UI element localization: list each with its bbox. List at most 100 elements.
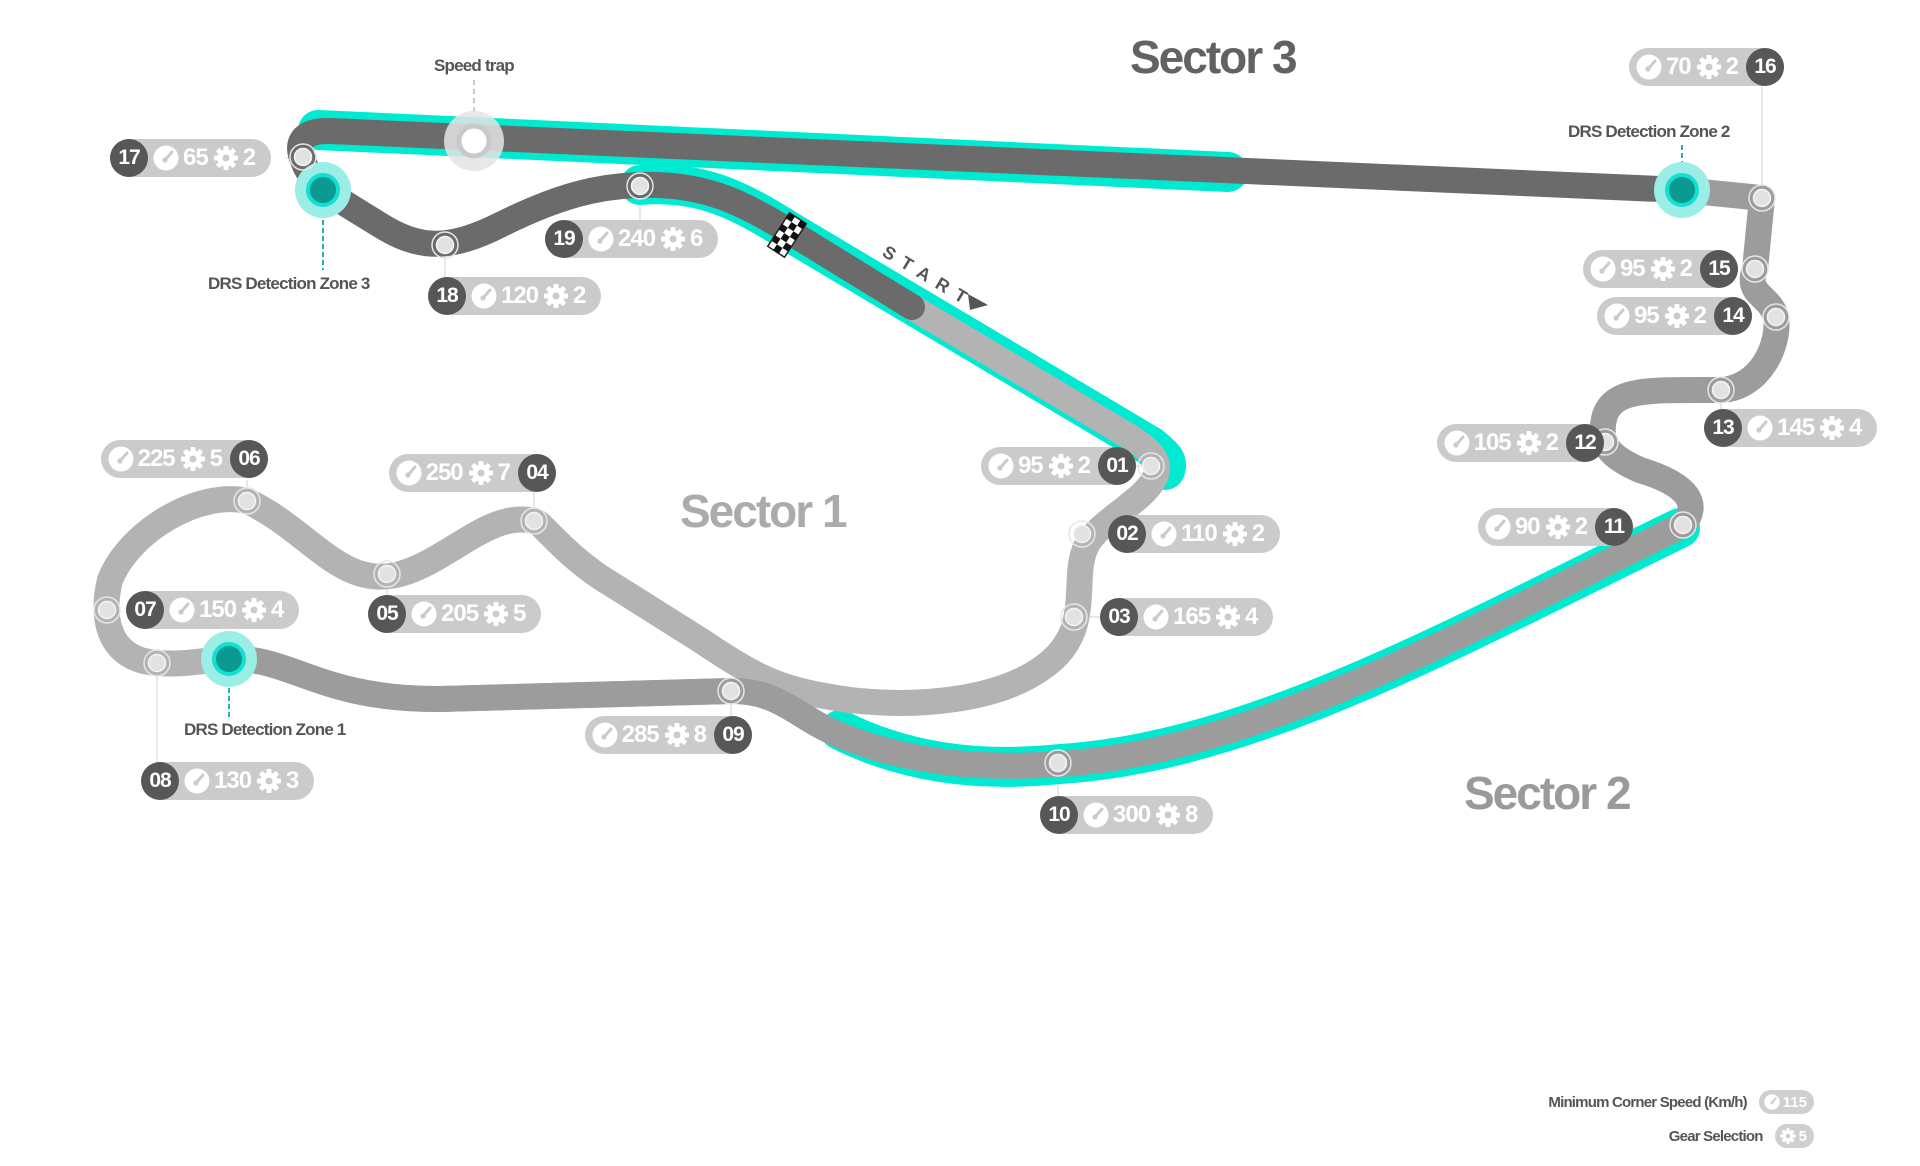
speedometer-icon <box>108 446 134 472</box>
speedometer-icon <box>1444 430 1470 456</box>
corner-node-18 <box>431 231 459 259</box>
gear-icon <box>242 598 267 622</box>
corner-pill-08: 08 130 3 <box>141 762 315 800</box>
speedometer-icon <box>169 597 195 623</box>
gear-icon <box>468 461 493 485</box>
speedometer-icon <box>988 453 1014 479</box>
gear-icon <box>1516 431 1541 455</box>
min-corner-speed: 110 <box>1181 520 1218 547</box>
gear-selection: 2 <box>1077 452 1091 479</box>
legend-gear-pill: 5 <box>1774 1124 1814 1148</box>
drs-detection-point-3 <box>295 162 351 270</box>
corner-number-badge: 19 <box>545 220 583 258</box>
sector-label-1: Sector 1 <box>680 485 848 537</box>
corner-node-09 <box>717 677 745 705</box>
speedometer-icon <box>184 768 210 794</box>
speedometer-icon <box>153 145 179 171</box>
gear-selection: 2 <box>1545 429 1559 456</box>
speedometer-icon <box>1151 521 1177 547</box>
min-corner-speed: 145 <box>1777 414 1815 441</box>
gear-icon <box>213 146 238 170</box>
corner-number-badge: 09 <box>714 716 752 754</box>
gear-selection: 2 <box>1679 255 1693 282</box>
corner-number-badge: 14 <box>1714 297 1752 335</box>
min-corner-speed: 120 <box>501 282 539 309</box>
corner-number-badge: 15 <box>1700 250 1738 288</box>
legend-gear-row: Gear Selection 5 <box>1669 1124 1814 1148</box>
speedometer-icon <box>1764 1094 1780 1110</box>
speedometer-icon <box>1590 256 1616 282</box>
drs-detection-point-1 <box>201 631 257 720</box>
min-corner-speed: 225 <box>137 445 176 472</box>
corner-node-15 <box>1741 255 1769 283</box>
min-corner-speed: 95 <box>1619 255 1646 282</box>
track-sector-2 <box>216 177 1790 779</box>
gear-icon <box>1820 416 1845 440</box>
corner-pill-15: 95 2 15 <box>1582 250 1738 288</box>
min-corner-speed: 130 <box>214 767 252 794</box>
gear-selection: 2 <box>1693 302 1707 329</box>
corner-number-badge: 05 <box>368 595 406 633</box>
min-corner-speed: 105 <box>1473 429 1512 456</box>
corner-pill-12: 105 2 12 <box>1436 424 1604 462</box>
corner-number-badge: 02 <box>1108 515 1146 553</box>
gear-icon <box>1216 605 1241 629</box>
gear-selection: 8 <box>1185 801 1198 828</box>
speed-trap-marker <box>444 80 504 171</box>
speedometer-icon <box>1636 54 1662 80</box>
corner-node-10 <box>1044 749 1072 777</box>
legend-speed-pill: 115 <box>1758 1090 1814 1114</box>
min-corner-speed: 95 <box>1633 302 1660 329</box>
drs-detection-point-2 <box>1654 145 1710 218</box>
gear-selection: 4 <box>1849 414 1862 441</box>
min-corner-speed: 95 <box>1017 452 1044 479</box>
min-corner-speed: 165 <box>1173 603 1211 630</box>
corner-pill-14: 95 2 14 <box>1596 297 1752 335</box>
corner-number-badge: 11 <box>1595 508 1633 546</box>
corner-number-badge: 10 <box>1040 796 1078 834</box>
legend-gear-example: 5 <box>1798 1127 1807 1145</box>
legend-speed-label: Minimum Corner Speed (Km/h) <box>1548 1093 1747 1111</box>
speedometer-icon <box>1604 303 1630 329</box>
gear-selection: 8 <box>693 721 707 748</box>
sector-label-2: Sector 2 <box>1464 767 1632 819</box>
gear-selection: 6 <box>690 225 703 252</box>
gear-icon <box>1156 803 1181 827</box>
gear-icon <box>1650 257 1675 281</box>
gear-selection: 2 <box>242 144 256 171</box>
corner-number-badge: 08 <box>141 762 179 800</box>
speedometer-icon <box>411 601 437 627</box>
gear-icon <box>664 723 689 747</box>
corner-number-badge: 13 <box>1704 409 1742 447</box>
drs-zone-start-straight <box>620 164 1186 490</box>
min-corner-speed: 90 <box>1514 513 1541 540</box>
gear-selection: 2 <box>573 282 586 309</box>
drs-zone-1-label: DRS Detection Zone 1 <box>184 720 346 739</box>
corner-node-05 <box>373 560 401 588</box>
gear-icon <box>484 602 509 626</box>
corner-node-14 <box>1762 303 1790 331</box>
corner-number-badge: 12 <box>1566 424 1604 462</box>
corner-node-19 <box>626 172 654 200</box>
legend-gear-label: Gear Selection <box>1668 1127 1764 1145</box>
drs-zone-2-label: DRS Detection Zone 2 <box>1568 122 1730 141</box>
gear-selection: 7 <box>497 459 511 486</box>
min-corner-speed: 150 <box>199 596 237 623</box>
corner-number-badge: 04 <box>518 454 556 492</box>
gear-icon <box>1696 55 1721 79</box>
corner-node-03 <box>1060 603 1088 631</box>
corner-node-06 <box>233 487 261 515</box>
gear-selection: 3 <box>286 767 299 794</box>
legend: Minimum Corner Speed (Km/h) 115 Gear Sel… <box>1394 1090 1814 1160</box>
corner-node-07 <box>93 596 121 624</box>
corner-number-badge: 17 <box>110 139 148 177</box>
gear-icon <box>1048 454 1073 478</box>
corner-number-badge: 03 <box>1100 598 1138 636</box>
